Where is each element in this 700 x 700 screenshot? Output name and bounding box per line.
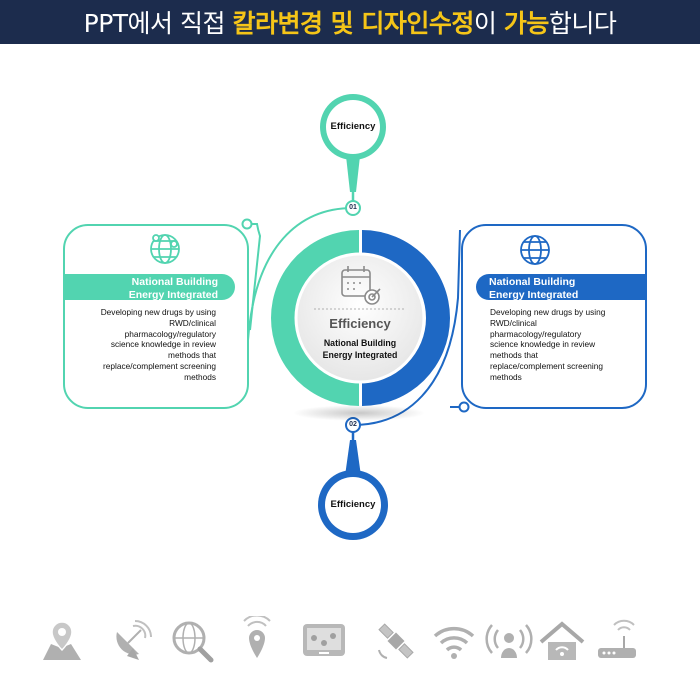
top-pin-label: Efficiency xyxy=(330,121,376,132)
broadcast-person-icon xyxy=(485,624,533,658)
left-card-body: Developing new drugs by using RWD/clinic… xyxy=(100,307,216,382)
banner-highlight-1: 칼라변경 및 디자인수정 xyxy=(232,9,474,38)
globe-search-icon xyxy=(172,621,214,663)
center-ring-right xyxy=(362,230,450,406)
banner-title: PPT에서 직접 칼라변경 및 디자인수정이 가능합니다 xyxy=(84,4,617,40)
left-card-connector-dot xyxy=(241,218,253,230)
bottom-pin xyxy=(318,430,388,540)
right-card-title-bar xyxy=(476,274,646,300)
center-title: Efficiency xyxy=(329,316,391,331)
wifi-icon xyxy=(433,626,475,659)
home-wifi-icon xyxy=(539,621,585,660)
right-card xyxy=(461,224,647,409)
center-subtitle: National Building Energy Integrated xyxy=(322,338,398,360)
router-icon xyxy=(598,619,636,658)
bottom-pin-label: Efficiency xyxy=(330,499,376,510)
banner-text-2: 이 xyxy=(473,9,504,38)
center-ring-left xyxy=(271,230,359,406)
right-card-body: Developing new drugs by using RWD/clinic… xyxy=(490,307,606,382)
banner-text-1: PPT에서 직접 xyxy=(83,9,233,38)
icon-row xyxy=(37,616,647,666)
top-pin xyxy=(320,94,386,203)
right-card-connector-dot xyxy=(458,401,470,413)
calendar-target-icon xyxy=(341,266,381,305)
center-circle xyxy=(294,252,426,384)
map-screen-icon xyxy=(303,624,345,656)
bottom-number-text: 02 xyxy=(349,421,357,428)
center-shadow xyxy=(293,405,425,421)
right-card-title: National Building Energy Integrated xyxy=(489,276,579,301)
map-pin-icon xyxy=(43,621,81,660)
location-signal-icon xyxy=(243,616,271,658)
connector-lines xyxy=(246,207,464,426)
satellite-icon xyxy=(378,623,414,659)
left-card xyxy=(63,224,249,409)
top-number-text: 01 xyxy=(349,204,357,211)
globe-icon xyxy=(520,235,550,265)
top-number-badge xyxy=(345,200,361,216)
banner-highlight-2: 가능 xyxy=(503,9,550,38)
left-card-title: National Building Energy Integrated xyxy=(128,276,218,301)
satellite-dish-icon xyxy=(116,620,152,660)
globe-pins-icon xyxy=(150,234,180,264)
banner-text-3: 합니다 xyxy=(548,9,617,38)
left-card-title-bar xyxy=(64,274,235,300)
header-banner: PPT에서 직접 칼라변경 및 디자인수정이 가능합니다 xyxy=(0,0,700,44)
